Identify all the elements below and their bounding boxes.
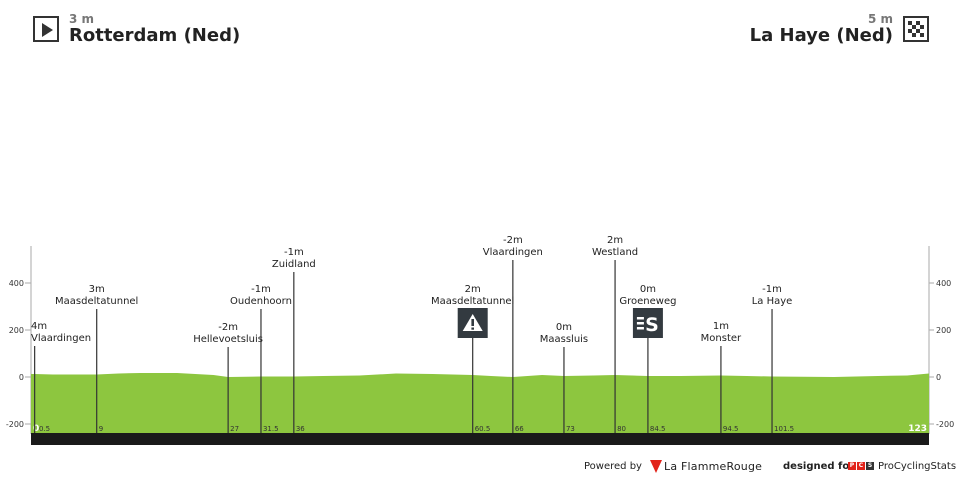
start-city: Rotterdam (Ned) [69,25,241,46]
waypoint-altitude: 2m [607,235,623,246]
waypoint-altitude: 0m [640,284,656,295]
play-icon [33,16,59,42]
x-tick-label: 94.5 [723,425,739,433]
waypoint-altitude: 2m [465,284,481,295]
sprint-line-top [636,317,644,320]
waypoint-altitude: -1m [762,284,782,295]
finish-city: La Haye (Ned) [749,25,893,46]
x-tick-start: 0 [33,424,39,434]
flamme-rouge-text[interactable]: La FlammeRouge [664,460,763,473]
powered-by-text: Powered by [584,461,642,472]
y-tick-left: 0 [19,373,24,382]
waypoint-name: Vlaardingen [483,247,543,258]
y-tick-left: 200 [9,326,24,335]
pcs-logo-letter-p: P [848,462,856,470]
waypoint-name: Groeneweg [619,296,676,307]
x-tick-label: 0.5 [39,425,50,433]
waypoint-altitude: 0m [556,322,572,333]
terrain-area [31,373,929,433]
waypoint-altitude: 1m [713,321,729,332]
x-tick-label: 31.5 [263,425,279,433]
x-tick-label: 27 [230,425,239,433]
x-tick-label: 60.5 [475,425,491,433]
start-altitude: 3 m [69,12,95,26]
tunnel-warning-dot [471,327,474,330]
waypoint-name: Maasdeltatunnel [431,296,514,307]
y-tick-left: 400 [9,279,24,288]
tunnel-warning-bar [471,319,474,326]
x-tick-label: 66 [515,425,524,433]
checkered-flag-icon [903,16,929,42]
finish-altitude: 5 m [867,12,893,26]
waypoint-name: Maassluis [540,334,588,345]
waypoint-altitude: 3m [89,284,105,295]
sprint-line-bottom [636,327,644,330]
sprint-line-mid [636,322,644,325]
y-tick-right: 0 [936,373,941,382]
waypoint-name: Oudenhoorn [230,296,292,307]
pcs-logo-letter-s: S [866,462,874,470]
x-tick-label: 9 [99,425,103,433]
sprint-letter-glyph: S [645,314,659,336]
waypoint-name: Maasdeltatunnel [55,296,138,307]
waypoint-name: Westland [592,247,638,258]
y-tick-left: -200 [6,420,24,429]
x-tick-label: 36 [296,425,305,433]
pcs-logo-letter-c: C [857,462,865,470]
procyclingstats-text[interactable]: ProCyclingStats [878,461,957,472]
waypoint-altitude: -2m [503,235,523,246]
x-tick-label: 80 [617,425,626,433]
waypoint-altitude: 4m [31,321,47,332]
road-strip [31,433,929,445]
waypoint-altitude: -2m [218,322,238,333]
flamme-rouge-logo-icon [650,460,662,473]
waypoint-name: Monster [701,333,742,344]
x-tick-label: 73 [566,425,575,433]
waypoint-altitude: -1m [251,284,271,295]
waypoint-name: Vlaardingen [31,333,91,344]
y-tick-right: 200 [936,326,951,335]
waypoint-altitude: -1m [284,247,304,258]
waypoint-name: Hellevoetsluis [193,334,263,345]
footer-credits: Powered by La FlammeRouge designed for P… [584,459,956,475]
waypoint-name: La Haye [752,296,793,307]
waypoint-name: Zuidland [272,259,316,270]
y-tick-right: -200 [936,420,954,429]
x-tick-label: 101.5 [774,425,794,433]
designed-for-text: designed for [783,461,855,472]
x-tick-finish: 123 [908,424,927,434]
y-tick-right: 400 [936,279,951,288]
x-tick-label: 84.5 [650,425,666,433]
